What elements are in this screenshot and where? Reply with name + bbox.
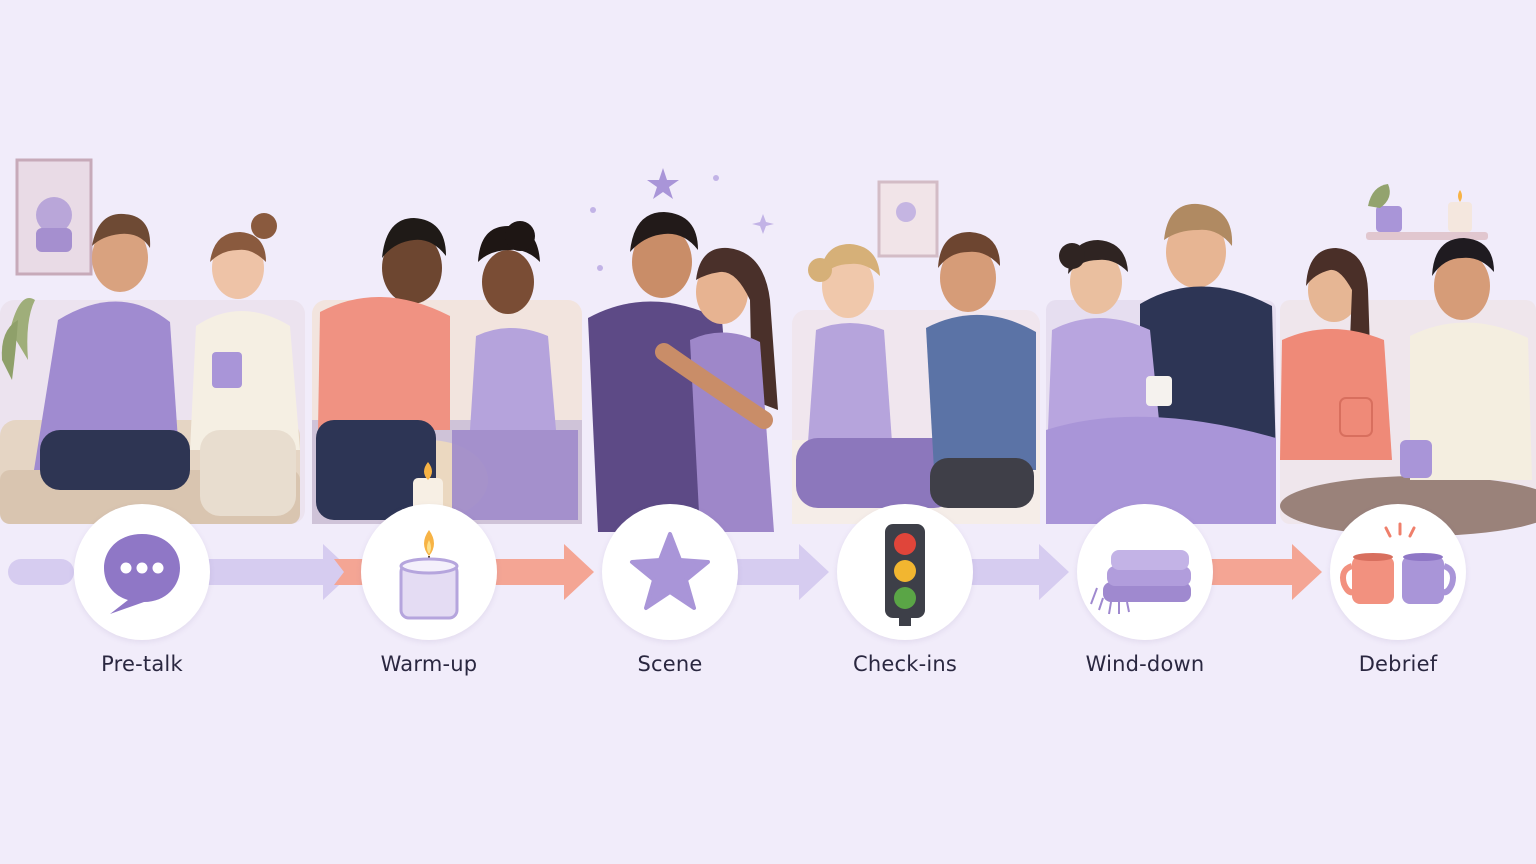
step-label-debrief: Debrief [1358,652,1438,676]
warmup-node [361,504,497,640]
wall-shelf [1366,232,1488,240]
star-icon [630,532,710,610]
folded-blanket-icon [1090,550,1191,615]
flow-arrow [206,544,353,600]
debrief-node [1330,504,1466,640]
winddown-node [1077,504,1213,640]
sparkle-star-icon [647,168,679,199]
checkins-node [837,504,973,640]
candle-icon [399,530,459,620]
step-label-pretalk: Pre-talk [101,652,183,676]
step-label-scene: Scene [637,652,703,676]
flow-arrow [734,544,829,600]
traffic-light-icon [885,524,925,626]
debrief-illustration [1280,184,1536,536]
winddown-illustration [1046,203,1276,524]
pretalk-illustration [0,158,305,524]
checkins-illustration [792,180,1040,524]
speech-bubble-icon [104,534,180,614]
step-label-checkins: Check-ins [852,652,958,676]
flow-notch [334,559,364,585]
scene-node [602,504,738,640]
step-label-warmup: Warm-up [380,652,478,676]
flow-arrow [1209,544,1322,600]
flow-arrows [8,544,1322,600]
flow-lead-bar [8,559,74,585]
scene-illustration [588,168,778,532]
step-label-winddown: Wind-down [1085,652,1205,676]
warmup-illustration [312,218,582,524]
flow-arrow [969,544,1069,600]
two-mugs-icon [1340,522,1456,604]
flow-arrow [493,544,594,600]
pretalk-node [74,504,210,640]
